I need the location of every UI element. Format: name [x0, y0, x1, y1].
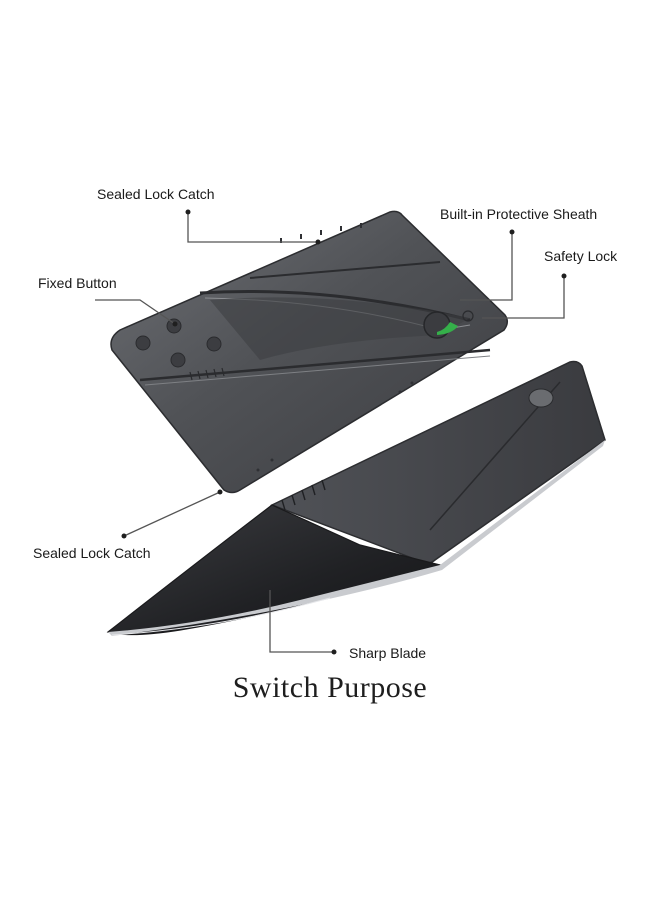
leader-dots: [121, 209, 567, 655]
callout-builtin-protective-sheath: Built-in Protective Sheath: [440, 206, 598, 222]
caption-title: Switch Purpose: [232, 671, 428, 704]
callout-sealed-lock-catch-bottom: Sealed Lock Catch: [33, 545, 151, 561]
callout-safety-lock: Safety Lock: [544, 248, 618, 264]
callout-sealed-lock-catch-top: Sealed Lock Catch: [97, 186, 215, 202]
callout-fixed-button: Fixed Button: [38, 275, 117, 291]
leader-lines: [95, 212, 565, 653]
open-knife: [106, 360, 606, 636]
callout-sharp-blade: Sharp Blade: [349, 645, 427, 661]
card-knife: [110, 210, 508, 494]
